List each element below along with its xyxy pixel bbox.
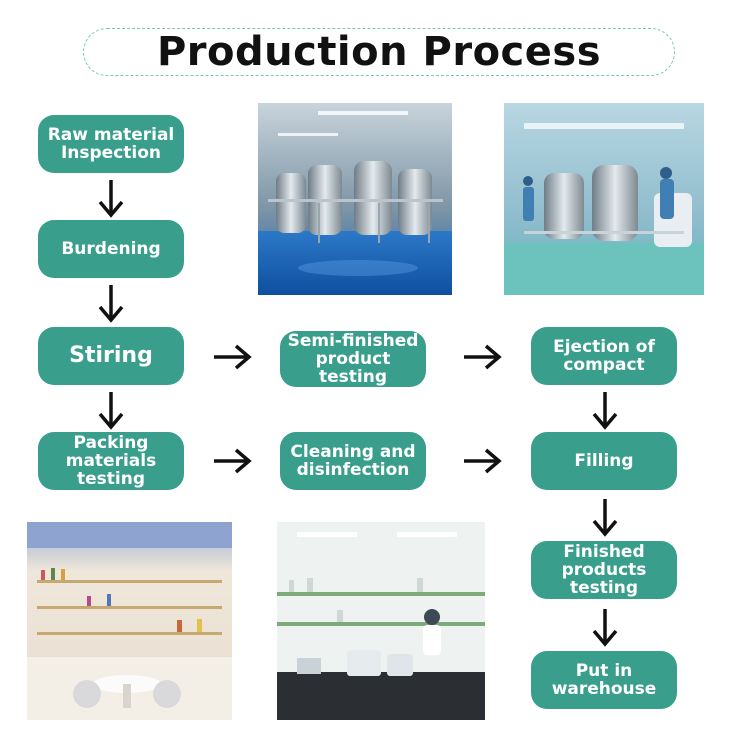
step-burdening: Burdening [38,220,184,278]
step-stiring: Stiring [38,327,184,385]
step-raw-material-inspection: Raw material Inspection [38,115,184,173]
step-filling: Filling [531,432,677,490]
laboratory-photo [277,522,485,720]
step-packing-materials-testing: Packing materials testing [38,432,184,490]
arrow-down-icon [592,499,618,537]
step-put-in-warehouse: Put in warehouse [531,651,677,709]
factory-mixing-tanks-photo [258,103,452,295]
step-finished-products-testing: Finished products testing [531,541,677,599]
cleanroom-workers-photo [504,103,704,295]
showroom-shelves-photo [27,522,232,720]
arrow-down-icon [592,609,618,647]
arrow-right-icon [464,344,502,370]
arrow-right-icon [214,448,252,474]
arrow-down-icon [98,180,124,218]
title-banner: Production Process [83,28,675,76]
arrow-down-icon [98,392,124,430]
arrow-down-icon [592,392,618,430]
arrow-right-icon [214,344,252,370]
page-title: Production Process [156,29,602,75]
step-semi-finished-product-testing: Semi-finished product testing [280,331,426,387]
step-cleaning-and-disinfection: Cleaning and disinfection [280,432,426,490]
step-ejection-of-compact: Ejection of compact [531,327,677,385]
arrow-down-icon [98,285,124,323]
arrow-right-icon [464,448,502,474]
